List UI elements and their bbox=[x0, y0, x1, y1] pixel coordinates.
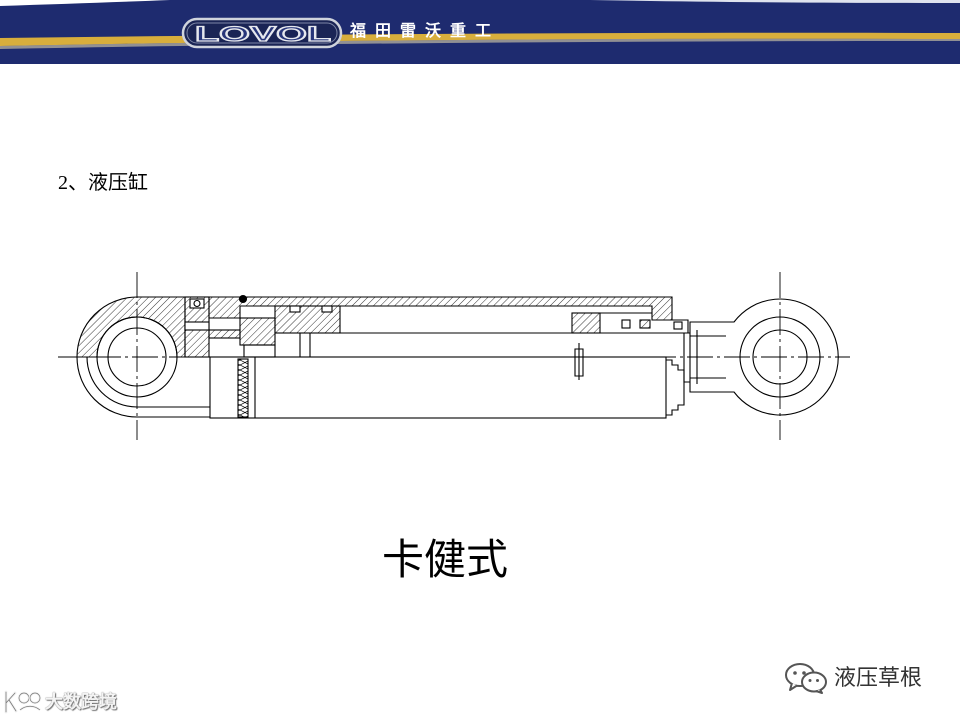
rod-shoulder bbox=[683, 333, 690, 383]
company-name: 福田雷沃重工 bbox=[350, 23, 501, 40]
barrel-outer-view bbox=[209, 356, 667, 419]
drawing-caption: 卡健式 bbox=[382, 538, 509, 584]
piston-rod bbox=[340, 332, 690, 383]
split-ring-key bbox=[208, 317, 276, 358]
cylinder-bottom-cap bbox=[184, 296, 210, 358]
rod-eye-bore bbox=[752, 329, 808, 385]
slide-heading: 2、液压缸 bbox=[58, 172, 148, 194]
header-top-highlight-left bbox=[0, 0, 170, 6]
hydraulic-cylinder-drawing bbox=[58, 272, 850, 440]
guide-sleeve bbox=[571, 312, 689, 334]
logo-badge-outer bbox=[181, 17, 343, 49]
barrel-weld-seam bbox=[237, 358, 249, 418]
rod-end-eye bbox=[689, 298, 839, 416]
piston-seal-1 bbox=[289, 305, 301, 313]
header-top-highlight-right bbox=[590, 0, 960, 3]
wechat-account-name: 液压草根 bbox=[834, 665, 923, 690]
cap-eye-bushing bbox=[96, 316, 178, 398]
brand-watermark-text: 大数跨境 bbox=[45, 692, 117, 712]
header-stripe-highlight bbox=[0, 38, 960, 49]
key-ring-section bbox=[208, 329, 241, 339]
cap-eye-inner-contour bbox=[86, 356, 210, 408]
rod-eye-bushing bbox=[739, 316, 821, 398]
guide-sleeve-section bbox=[571, 312, 601, 334]
slide-header: LOVOL 福田雷沃重工 bbox=[0, 0, 960, 64]
barrel-wall-section bbox=[208, 296, 673, 321]
bottom-cap-seal-groove bbox=[189, 298, 205, 309]
weld-bead bbox=[238, 294, 248, 304]
logo-badge-inner bbox=[186, 22, 338, 44]
guide-seal-1 bbox=[621, 319, 631, 329]
dust-seal bbox=[673, 321, 683, 330]
gland-end bbox=[672, 319, 689, 333]
cap-end-eye bbox=[76, 296, 210, 418]
piston-seal-2 bbox=[321, 305, 333, 313]
rod-pin bbox=[574, 348, 584, 377]
cap-eye-section bbox=[76, 296, 186, 358]
lovol-logo: LOVOL bbox=[181, 17, 343, 49]
rod-eye-contour bbox=[689, 298, 839, 416]
key-retainer bbox=[243, 344, 276, 358]
barrel-head-steps bbox=[666, 359, 685, 416]
header-fill bbox=[0, 0, 960, 64]
guide-seal-2 bbox=[639, 319, 651, 329]
cap-eye-bore bbox=[107, 327, 167, 387]
brand-logo-icon bbox=[4, 690, 42, 714]
bottom-cap-o-ring bbox=[193, 299, 201, 308]
piston bbox=[274, 305, 341, 357]
cap-eye-outer-contour bbox=[76, 356, 210, 418]
logo-wordmark: LOVOL bbox=[195, 23, 331, 46]
header-background: LOVOL bbox=[0, 0, 960, 64]
cylinder-barrel bbox=[208, 294, 685, 419]
bottom-cap-port bbox=[184, 321, 210, 331]
key-block-section bbox=[239, 317, 276, 346]
wechat-icon bbox=[785, 663, 827, 694]
